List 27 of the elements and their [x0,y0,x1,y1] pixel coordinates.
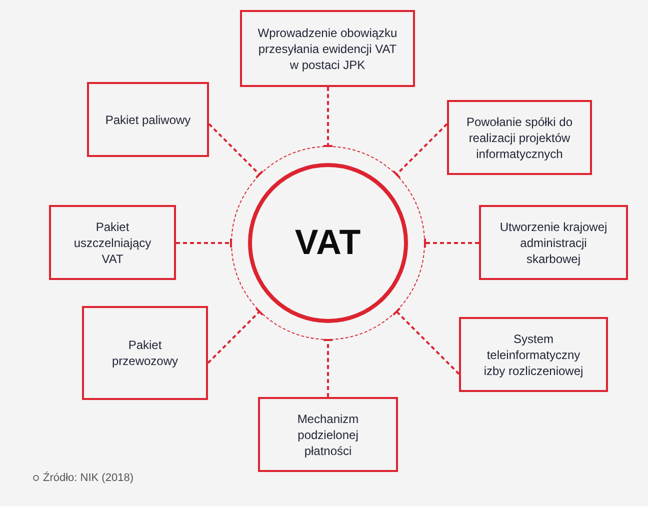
dashed-connector [392,307,460,375]
source-note: Źródło: NIK (2018) [43,472,134,484]
topic-box [479,205,628,280]
topic-label: Powołanie spółki do realizacji projektów informatycznych [465,114,574,162]
dashed-connector [322,339,334,397]
dashed-ring [231,146,425,340]
center-label: VAT [294,223,362,263]
topic-box [49,205,176,280]
topic-label: Pakiet uszczelniający VAT [72,218,152,266]
topic-label: Utworzenie krajowej administracji skarbowej [498,218,608,266]
topic-label: Pakiet paliwowy [104,112,192,128]
dashed-connector [424,238,479,248]
topic-box [87,82,209,157]
dashed-connector [208,123,264,179]
dashed-connector [392,123,448,179]
dashed-connector [207,307,264,364]
topic-box [82,306,208,400]
topic-label: Pakiet przewozowy [110,337,180,369]
topic-label: Wprowadzenie obowiązku przesyłania ewidencji VAT w postaci JPK [256,24,398,72]
topic-box [447,100,592,175]
topic-label: System teleinformatyczny izby rozliczeniowej [482,330,584,378]
topic-box [258,397,398,472]
dashed-connector [176,238,232,248]
topic-box [459,317,608,392]
dashed-connector [322,87,334,147]
topic-label: Mechanizm podzielonej płatności [296,410,360,458]
topic-box [240,10,415,87]
